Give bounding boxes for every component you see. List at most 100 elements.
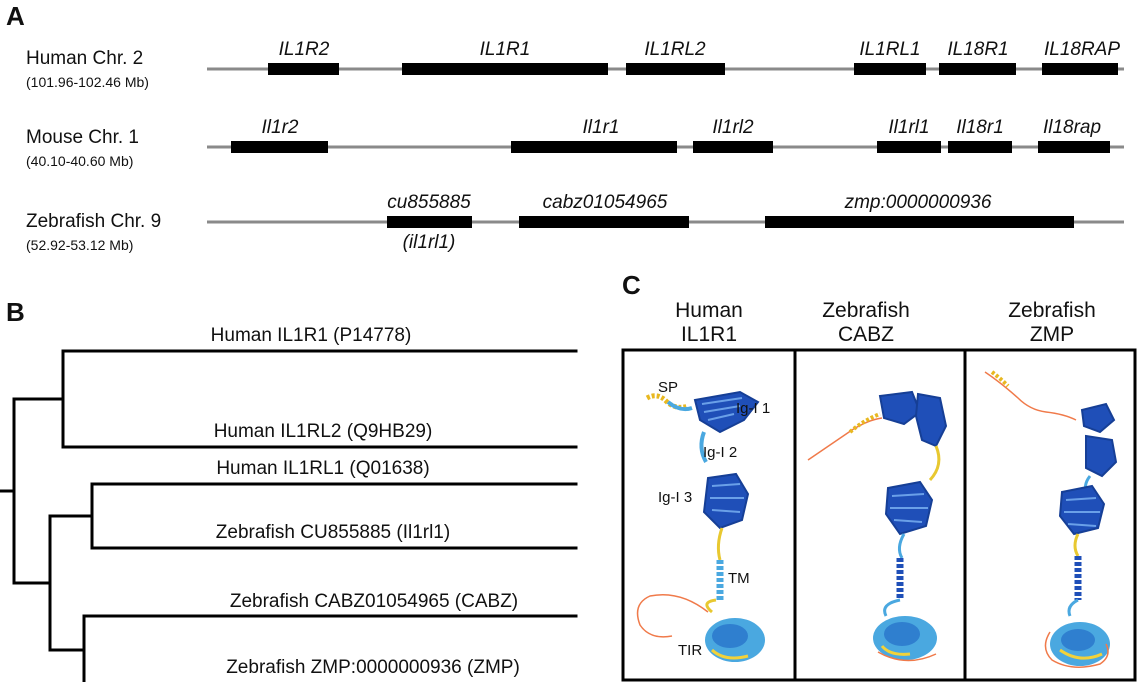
panel-c-letter: C <box>622 270 641 300</box>
domain-label-ig2: Ig-I 2 <box>703 444 737 461</box>
structure-frame <box>621 348 1137 682</box>
gene-label-il18r1: IL18R1 <box>947 39 1008 60</box>
linker-coil <box>699 431 708 463</box>
ig-domain-1 <box>878 390 922 426</box>
structure-column-heading: Zebrafish <box>1008 299 1096 322</box>
linker-coil <box>705 598 717 614</box>
zebrafish-chromosome-track: Zebrafish Chr. 9 (52.92-53.12 Mb) cu8558… <box>26 192 1124 253</box>
ig-domain-1 <box>1080 402 1116 434</box>
gene-alias-il1rl1: (il1rl1) <box>403 232 456 253</box>
ig-domain-2 <box>914 392 948 448</box>
gene-block-cu855885 <box>387 216 472 228</box>
domain-label-ig1: Ig-I 1 <box>736 400 770 417</box>
panel-a-letter: A <box>6 1 25 31</box>
mouse-chromosome-track: Mouse Chr. 1 (40.10-40.60 Mb) Il1r2 Il1r… <box>26 117 1124 169</box>
domain-label-ig3: Ig-I 3 <box>658 489 692 506</box>
disordered-tail <box>807 417 883 461</box>
gene-label-mouse-il1r1: Il1r1 <box>583 117 620 138</box>
structure-column-subheading: ZMP <box>1030 323 1074 346</box>
ig-domain-3-strands <box>1064 497 1100 527</box>
structure-column-heading: Zebrafish <box>822 299 910 322</box>
human-chr-range: (101.96-102.46 Mb) <box>26 74 149 90</box>
tir-domain-loop <box>1059 648 1103 660</box>
tree-leaf-label: Zebrafish CABZ01054965 (CABZ) <box>230 591 518 612</box>
signal-peptide-helix <box>990 370 1010 388</box>
tree-leaf-label: Human IL1RL1 (Q01638) <box>216 458 429 479</box>
gene-block-mouse-il18r1 <box>948 141 1012 153</box>
panel-b-letter: B <box>6 297 25 327</box>
gene-label-mouse-il18rap: Il18rap <box>1043 117 1101 138</box>
gene-label-il18rap: IL18RAP <box>1044 39 1120 60</box>
gene-label-cu855885: cu855885 <box>387 192 471 213</box>
gene-block-zmp <box>765 216 1074 228</box>
linker-coil <box>666 400 693 412</box>
tree-leaf-label: Human IL1RL2 (Q9HB29) <box>214 421 433 442</box>
disordered-loop <box>636 593 709 638</box>
mouse-chr-range: (40.10-40.60 Mb) <box>26 153 133 169</box>
gene-block-mouse-il1r2 <box>231 141 328 153</box>
ig-domain-1-strands <box>701 397 743 421</box>
gene-block-il1r1 <box>402 63 608 75</box>
gene-label-mouse-il18r1: Il18r1 <box>956 117 1004 138</box>
structure-zebrafish-zmp <box>984 370 1118 668</box>
gene-label-cabz01054965: cabz01054965 <box>543 192 668 213</box>
zebrafish-chr-title: Zebrafish Chr. 9 <box>26 211 161 232</box>
gene-block-mouse-il1rl2 <box>693 141 773 153</box>
linker-coil <box>883 598 901 617</box>
gene-block-cabz01054965 <box>519 216 689 228</box>
gene-label-il1r1: IL1R1 <box>480 39 531 60</box>
ig-domain-3-strands <box>710 483 744 513</box>
linker-coil <box>897 533 906 559</box>
tree-leaf-label: Zebrafish ZMP:0000000936 (ZMP) <box>226 657 520 678</box>
gene-label-mouse-il1rl2: Il1rl2 <box>712 117 754 138</box>
gene-block-il1r2 <box>268 63 339 75</box>
gene-block-mouse-il1rl1 <box>877 141 941 153</box>
gene-label-il1rl1: IL1RL1 <box>859 39 920 60</box>
ig-domain-3-strands <box>890 493 928 523</box>
gene-label-mouse-il1r2: Il1r2 <box>262 117 299 138</box>
ig-domain-2 <box>1085 434 1118 478</box>
domain-label-tir: TIR <box>678 642 702 659</box>
tree-leaf-label: Zebrafish CU855885 (Il1rl1) <box>216 522 450 543</box>
mouse-chr-title: Mouse Chr. 1 <box>26 127 139 148</box>
zebrafish-chr-range: (52.92-53.12 Mb) <box>26 237 133 253</box>
ig-domain-3 <box>702 472 750 530</box>
structure-column-subheading: IL1R1 <box>681 323 737 346</box>
linker-coil <box>1067 598 1079 617</box>
signal-peptide-helix <box>848 412 881 434</box>
tir-domain-loop <box>880 644 911 656</box>
gene-block-mouse-il18rap <box>1038 141 1110 153</box>
gene-block-il18r1 <box>939 63 1016 75</box>
ig-domain-3 <box>1058 484 1106 536</box>
tir-domain-core <box>884 622 920 646</box>
tir-domain-core <box>712 624 748 648</box>
tir-domain-loop <box>710 648 749 660</box>
human-chr-title: Human Chr. 2 <box>26 48 143 69</box>
phylogenetic-tree <box>0 349 578 682</box>
linker-coil <box>716 527 724 561</box>
tree-leaf-label: Human IL1R1 (P14778) <box>211 325 412 346</box>
domain-label-sp: SP <box>658 379 678 396</box>
domain-label-tm: TM <box>728 570 750 587</box>
structure-zebrafish-cabz <box>807 390 948 662</box>
gene-label-il1r2: IL1R2 <box>279 39 330 60</box>
gene-label-mouse-il1rl1: Il1rl1 <box>888 117 929 138</box>
structure-human-il1r1: SP Ig-I 1 Ig-I 2 Ig-I 3 TM TIR <box>636 379 770 662</box>
structure-column-heading: Human <box>675 299 743 322</box>
disordered-loop <box>1044 631 1109 668</box>
gene-block-il1rl1 <box>854 63 926 75</box>
signal-peptide-helix <box>645 393 689 410</box>
gene-label-zmp: zmp:0000000936 <box>844 192 992 213</box>
tir-domain-core <box>1061 629 1095 651</box>
linker-coil <box>1073 533 1080 557</box>
gene-block-il1rl2 <box>626 63 725 75</box>
disordered-loop <box>877 651 937 662</box>
gene-block-mouse-il1r1 <box>511 141 677 153</box>
structure-column-subheading: CABZ <box>838 323 894 346</box>
human-chromosome-track: Human Chr. 2 (101.96-102.46 Mb) IL1R2 IL… <box>26 39 1124 90</box>
gene-block-il18rap <box>1042 63 1118 75</box>
gene-label-il1rl2: IL1RL2 <box>644 39 706 60</box>
disordered-tail <box>984 371 1077 421</box>
linker-coil <box>928 445 941 482</box>
